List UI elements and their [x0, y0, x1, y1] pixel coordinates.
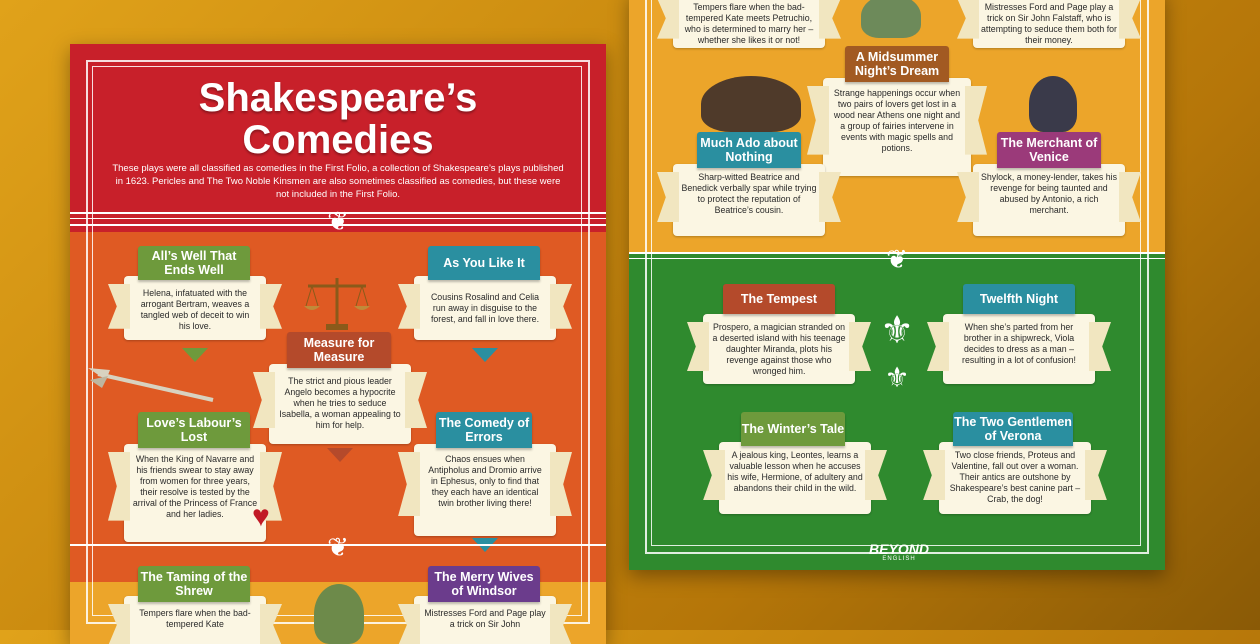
heart-icon: ♥	[252, 500, 270, 533]
poster-title-line2: Comedies	[242, 118, 434, 162]
play-description: Chaos ensues when Antipholus and Dromio …	[428, 454, 542, 508]
play-description: Helena, infatuated with the arrogant Ber…	[140, 288, 250, 331]
play-title: The Taming of the Shrew	[138, 566, 250, 602]
logo-main-text: BEYOND	[869, 541, 929, 557]
play-title: As You Like It	[428, 246, 540, 280]
play-title: The Winter’s Tale	[741, 412, 845, 446]
play-card: Measure for Measure The strict and pious…	[255, 330, 425, 462]
play-title: All’s Well That Ends Well	[138, 246, 250, 280]
play-title: A Midsummer Night’s Dream	[845, 46, 949, 82]
play-description: A jealous king, Leontes, learns a valuab…	[727, 450, 863, 493]
play-card: The Merchant of Venice Shylock, a money-…	[959, 130, 1139, 246]
play-title: Measure for Measure	[287, 332, 391, 368]
play-card: Twelfth Night When she’s parted from her…	[929, 282, 1109, 392]
play-card: Love’s Labour’s Lost When the King of Na…	[110, 410, 280, 560]
poster-intro: These plays were all classified as comed…	[112, 163, 564, 200]
ornament-icon: ❦	[327, 532, 349, 562]
play-description: Sharp-witted Beatrice and Benedick verba…	[681, 172, 817, 215]
brand-logo: BEYOND ENGLISH	[861, 542, 937, 563]
play-title: The Comedy of Errors	[436, 412, 532, 448]
character-illustration	[314, 584, 364, 644]
ornament-icon: ❦	[327, 206, 349, 236]
divider-line	[629, 258, 1165, 259]
play-description: Tempers flare when the bad-tempered Kate	[139, 608, 251, 629]
play-title: Much Ado about Nothing	[697, 132, 801, 168]
character-illustration	[701, 76, 801, 132]
play-card: Mistresses Ford and Page play a trick on…	[959, 0, 1139, 56]
left-poster: Shakespeare’s Comedies These plays were …	[70, 44, 606, 644]
ornament-icon: ❦	[886, 244, 908, 274]
arrow-icon	[88, 366, 218, 406]
play-card: Tempers flare when the bad-tempered Kate…	[659, 0, 839, 56]
divider-line	[70, 218, 606, 219]
poster-title-line1: Shakespeare’s	[198, 76, 478, 120]
play-card: The Taming of the Shrew Tempers flare wh…	[110, 564, 280, 644]
divider-line	[70, 544, 606, 546]
fleur-de-lis-icon: ⚜	[879, 310, 915, 352]
play-card: The Merry Wives of Windsor Mistresses Fo…	[400, 564, 570, 644]
play-description: Mistresses Ford and Page play a trick on…	[424, 608, 546, 629]
scales-icon	[302, 276, 372, 332]
play-title: Twelfth Night	[963, 284, 1075, 314]
character-illustration	[861, 0, 921, 38]
play-description: Two close friends, Proteus and Valentine…	[949, 450, 1081, 504]
play-card: The Tempest Prospero, a magician strande…	[689, 282, 869, 392]
play-description: Tempers flare when the bad-tempered Kate…	[684, 2, 814, 45]
play-title: The Tempest	[723, 284, 835, 314]
play-description: Strange happenings occur when two pairs …	[833, 88, 961, 153]
play-description: Prospero, a magician stranded on a deser…	[712, 322, 846, 376]
divider-line	[629, 252, 1165, 254]
play-title: Love’s Labour’s Lost	[138, 412, 250, 448]
play-description: When the King of Navarre and his friends…	[132, 454, 258, 519]
play-description: Cousins Rosalind and Celia run away in d…	[430, 292, 540, 324]
play-card: The Comedy of Errors Chaos ensues when A…	[400, 410, 570, 560]
play-card: All’s Well That Ends Well Helena, infatu…	[110, 244, 280, 364]
red-band	[70, 44, 606, 232]
character-illustration	[1029, 76, 1077, 132]
play-title: The Merry Wives of Windsor	[428, 566, 540, 602]
green-band	[629, 252, 1165, 570]
play-card: The Two Gentlemen of Verona Two close fr…	[925, 410, 1105, 520]
play-description: Shylock, a money-lender, takes his reven…	[981, 172, 1117, 215]
play-card: Much Ado about Nothing Sharp-witted Beat…	[659, 130, 839, 246]
play-title: The Two Gentlemen of Verona	[953, 412, 1073, 446]
divider-line	[70, 224, 606, 226]
play-card: A Midsummer Night’s Dream Strange happen…	[809, 44, 985, 194]
play-card: The Winter’s Tale A jealous king, Leonte…	[705, 410, 885, 520]
play-description: When she’s parted from her brother in a …	[962, 322, 1076, 365]
logo-sub-text: ENGLISH	[882, 556, 916, 562]
play-title: The Merchant of Venice	[997, 132, 1101, 168]
play-description: The strict and pious leader Angelo becom…	[279, 376, 401, 430]
play-card: As You Like It Cousins Rosalind and Celi…	[400, 244, 570, 364]
divider-line	[70, 212, 606, 214]
right-poster: ❦ Tempers flare when the bad-tempered Ka…	[629, 0, 1165, 570]
fleur-de-lis-icon: ⚜	[884, 362, 910, 393]
play-description: Mistresses Ford and Page play a trick on…	[981, 2, 1117, 45]
